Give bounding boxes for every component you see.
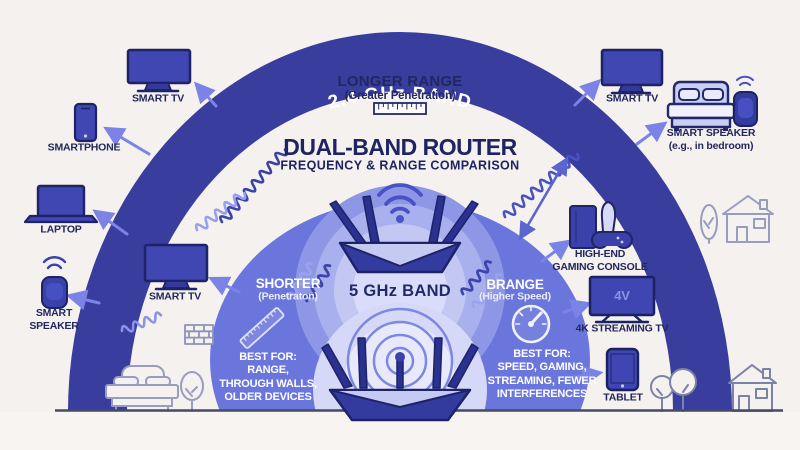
arrow-to-tablet: [567, 365, 604, 387]
label-smart-tv-3: SMART TV: [605, 92, 659, 105]
arrow-to-smart-tv-3: [573, 78, 602, 107]
smart-tv-icon-2: [143, 243, 209, 291]
arrows: [65, 78, 668, 387]
arrow-to-smart-tv-2: [207, 276, 241, 296]
best-for-left: BEST FOR: RANGE, THROUGH WALLS, OLDER DE…: [219, 351, 317, 404]
label-smart-tv-1: SMART TV: [131, 92, 185, 105]
4k-streaming-tv-icon: [588, 275, 656, 324]
house-icon-bottom-right: [728, 364, 777, 412]
smart-tv-icon-3: [600, 48, 664, 95]
label-gaming-console: HIGH-END GAMING CONSOLE: [552, 248, 648, 273]
trees-icon-bottom-right: [650, 368, 697, 412]
house-icon-right-mid: [722, 195, 774, 243]
label-smartphone: SMARTPHONE: [47, 141, 121, 154]
arrow-to-bedroom-speaker: [635, 121, 668, 146]
smart-speaker-icon-left: [41, 256, 68, 309]
ruler-icon-top: [373, 102, 427, 115]
range-title: LONGER RANGE: [337, 72, 463, 90]
router-icon-bottom: [321, 337, 479, 422]
ruler-icon-5ghz: [239, 307, 285, 349]
label-4k-streaming-tv: 4K STREAMING TV: [575, 322, 669, 335]
tree-icon-right-mid: [700, 204, 718, 244]
tv-screen-text: 4V: [614, 288, 630, 304]
page-title: DUAL-BAND ROUTER: [283, 133, 517, 160]
tree-icon-left: [180, 371, 204, 412]
shorter-title: SHORTER: [255, 275, 321, 291]
arrow-to-smart-tv-1: [193, 81, 218, 108]
range-measure-arrow: [519, 156, 568, 241]
shorter-subtitle: (Penetraton): [258, 290, 318, 303]
range-subtitle: (Greater Penetration): [344, 89, 456, 102]
gaming-console-icon: [569, 201, 633, 249]
label-bedroom-speaker: SMART SPEAKER (e.g., in bedroom): [666, 127, 756, 152]
laptop-icon: [23, 184, 99, 224]
speedometer-icon: [511, 304, 551, 344]
best-for-right: BEST FOR: SPEED, GAMING, STREAMING, FEWE…: [487, 348, 597, 401]
label-smart-speaker-left: SMART SPEAKER: [29, 307, 79, 332]
brick-wall-icon: [184, 324, 214, 345]
router-icon-top: [329, 183, 479, 274]
smartphone-icon: [73, 102, 98, 143]
wifi-icon-top: [377, 183, 423, 223]
bed-icon-right: [666, 80, 736, 131]
band-24ghz-arc: [68, 32, 732, 411]
smart-tv-icon-1: [126, 48, 192, 93]
label-tablet: TABLET: [603, 391, 643, 404]
arrow-to-smartphone: [103, 126, 151, 156]
arrow-to-laptop: [92, 209, 129, 236]
antenna-tip-dot: [395, 352, 405, 362]
arrow-to-4k-tv: [562, 299, 593, 320]
band-5ghz-label: 5 GHz BAND: [348, 281, 452, 300]
brange-subtitle: (Higher Speed): [479, 290, 551, 303]
page-subtitle: FREQUENCY & RANGE COMPARISON: [280, 158, 520, 173]
arrow-to-smart-speaker-left: [65, 289, 101, 311]
arrow-to-gaming-console: [540, 239, 572, 263]
tablet-icon: [605, 347, 640, 392]
label-laptop: LAPTOP: [40, 223, 82, 236]
wave-icon: [192, 188, 249, 235]
brange-title: BRANGE: [486, 276, 544, 292]
label-smart-tv-2: SMART TV: [148, 290, 202, 303]
smart-speaker-icon-right: [733, 75, 758, 127]
